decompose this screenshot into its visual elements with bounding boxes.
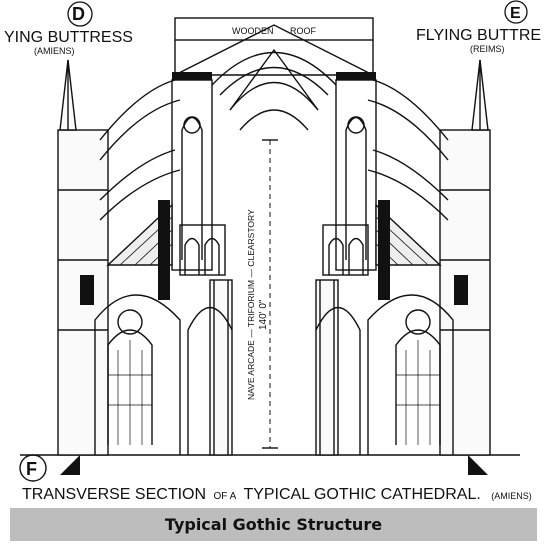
caption-bar: Typical Gothic Structure — [10, 508, 537, 541]
top-right-letter: E — [510, 5, 521, 22]
section-title: TRANSVERSE SECTION OF A TYPICAL GOTHIC C… — [22, 486, 532, 503]
cathedral-section-drawing: D YING BUTTRESS (AMIENS) E FLYING BUTTRE… — [4, 0, 541, 503]
top-left-letter: D — [72, 4, 85, 24]
roof-label-right: ROOF — [290, 26, 317, 36]
height-dimension-label: 140' 0" — [258, 299, 269, 330]
top-left-subtitle: (AMIENS) — [34, 46, 75, 56]
caption-text: Typical Gothic Structure — [164, 515, 383, 534]
top-right-subtitle: (REIMS) — [470, 44, 505, 54]
section-title-part3: TYPICAL GOTHIC CATHEDRAL. — [243, 486, 480, 503]
wall-sections — [60, 72, 488, 475]
corner-letter: F — [26, 459, 37, 479]
section-title-part4: (AMIENS) — [491, 491, 532, 501]
line-art — [20, 17, 520, 456]
section-title-part2: OF A — [213, 491, 236, 502]
section-title-part1: TRANSVERSE SECTION — [22, 486, 206, 503]
top-right-title: FLYING BUTTRE — [416, 27, 541, 44]
roof-label-left: WOODEN — [232, 26, 274, 36]
vertical-dimension-label: NAVE ARCADE — TRIFORIUM — CLEARSTORY — [246, 209, 256, 400]
top-left-title: YING BUTTRESS — [4, 29, 133, 46]
